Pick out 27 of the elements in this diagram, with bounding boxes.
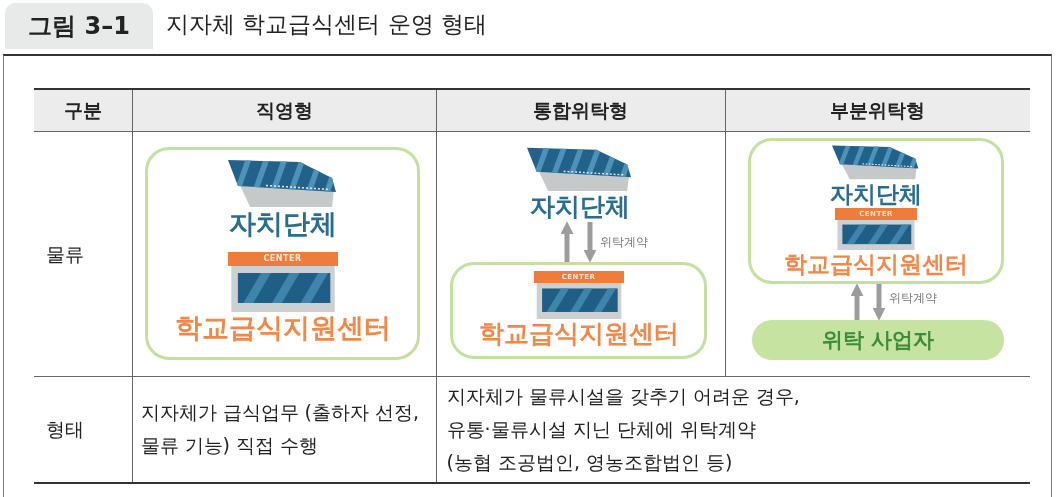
column-heading: 통합위탁형: [533, 98, 628, 124]
figure-number-tab: 그림 3–1: [5, 3, 153, 49]
rounded-frame: [145, 147, 420, 360]
center-label: 학교급식지원센터: [784, 250, 968, 278]
arrow: [560, 221, 574, 262]
center-label: 학교급식지원센터: [174, 312, 391, 344]
figure-title: 지자체 학교급식센터 운영 형태: [166, 10, 487, 39]
row-heading: 물류: [46, 241, 84, 267]
government-label: 자치단체: [228, 208, 337, 240]
contractor-pill: 위탁 사업자: [752, 320, 1004, 360]
row-heading: 형태: [46, 417, 84, 443]
rounded-frame: [450, 262, 707, 359]
description-text: 지자체가 급식업무 (출하자 선정, 물류 기능) 직접 수행: [140, 400, 421, 459]
edge-label: 위탁계약: [889, 291, 937, 306]
edge-label: 위탁계약: [600, 235, 648, 250]
center-label: 학교급식지원센터: [478, 319, 679, 349]
government-label: 자치단체: [830, 180, 922, 208]
column-heading: 직영형: [255, 98, 313, 124]
arrow: [583, 222, 597, 263]
column-heading: 구분: [63, 98, 102, 124]
rounded-frame: [748, 138, 1004, 284]
arrow: [850, 283, 864, 320]
description-text: 지자체가 물류시설을 갖추기 어려운 경우, 유통·물류시설 지닌 단체에 위탁계약 (농협 조공법인, 영농조합법인 등): [446, 383, 801, 475]
government-label: 자치단체: [530, 192, 630, 222]
column-heading: 부분위탁형: [830, 98, 926, 124]
arrow: [872, 284, 886, 321]
store-sign: CENTER: [227, 252, 338, 266]
